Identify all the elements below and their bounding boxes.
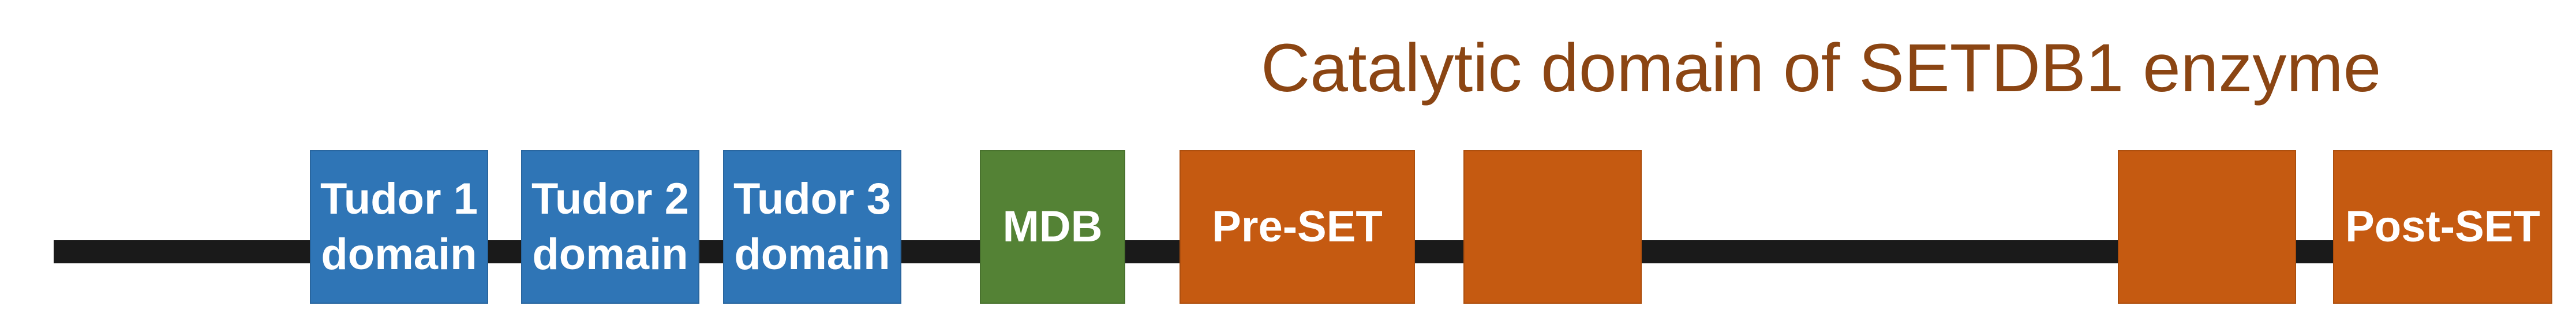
domain-pre-set: Pre-SET [1180,150,1415,304]
domain-set-block-1 [1463,150,1642,304]
domain-label: Tudor 2 domain [531,174,689,279]
domain-tudor-2: Tudor 2 domain [521,150,699,304]
domain-label: Tudor 1 domain [320,174,478,279]
domain-label: Tudor 3 domain [733,174,891,279]
domain-label: Post-SET [2345,202,2540,251]
domain-label: Pre-SET [1212,202,1383,251]
domain-set-block-2 [2118,150,2296,304]
domain-tudor-1: Tudor 1 domain [310,150,488,304]
domain-tudor-3: Tudor 3 domain [723,150,901,304]
diagram-title: Catalytic domain of SETDB1 enzyme [1261,30,2382,106]
domain-post-set: Post-SET [2333,150,2552,304]
domain-mdb: MDB [980,150,1125,304]
domain-label: MDB [1002,202,1103,251]
